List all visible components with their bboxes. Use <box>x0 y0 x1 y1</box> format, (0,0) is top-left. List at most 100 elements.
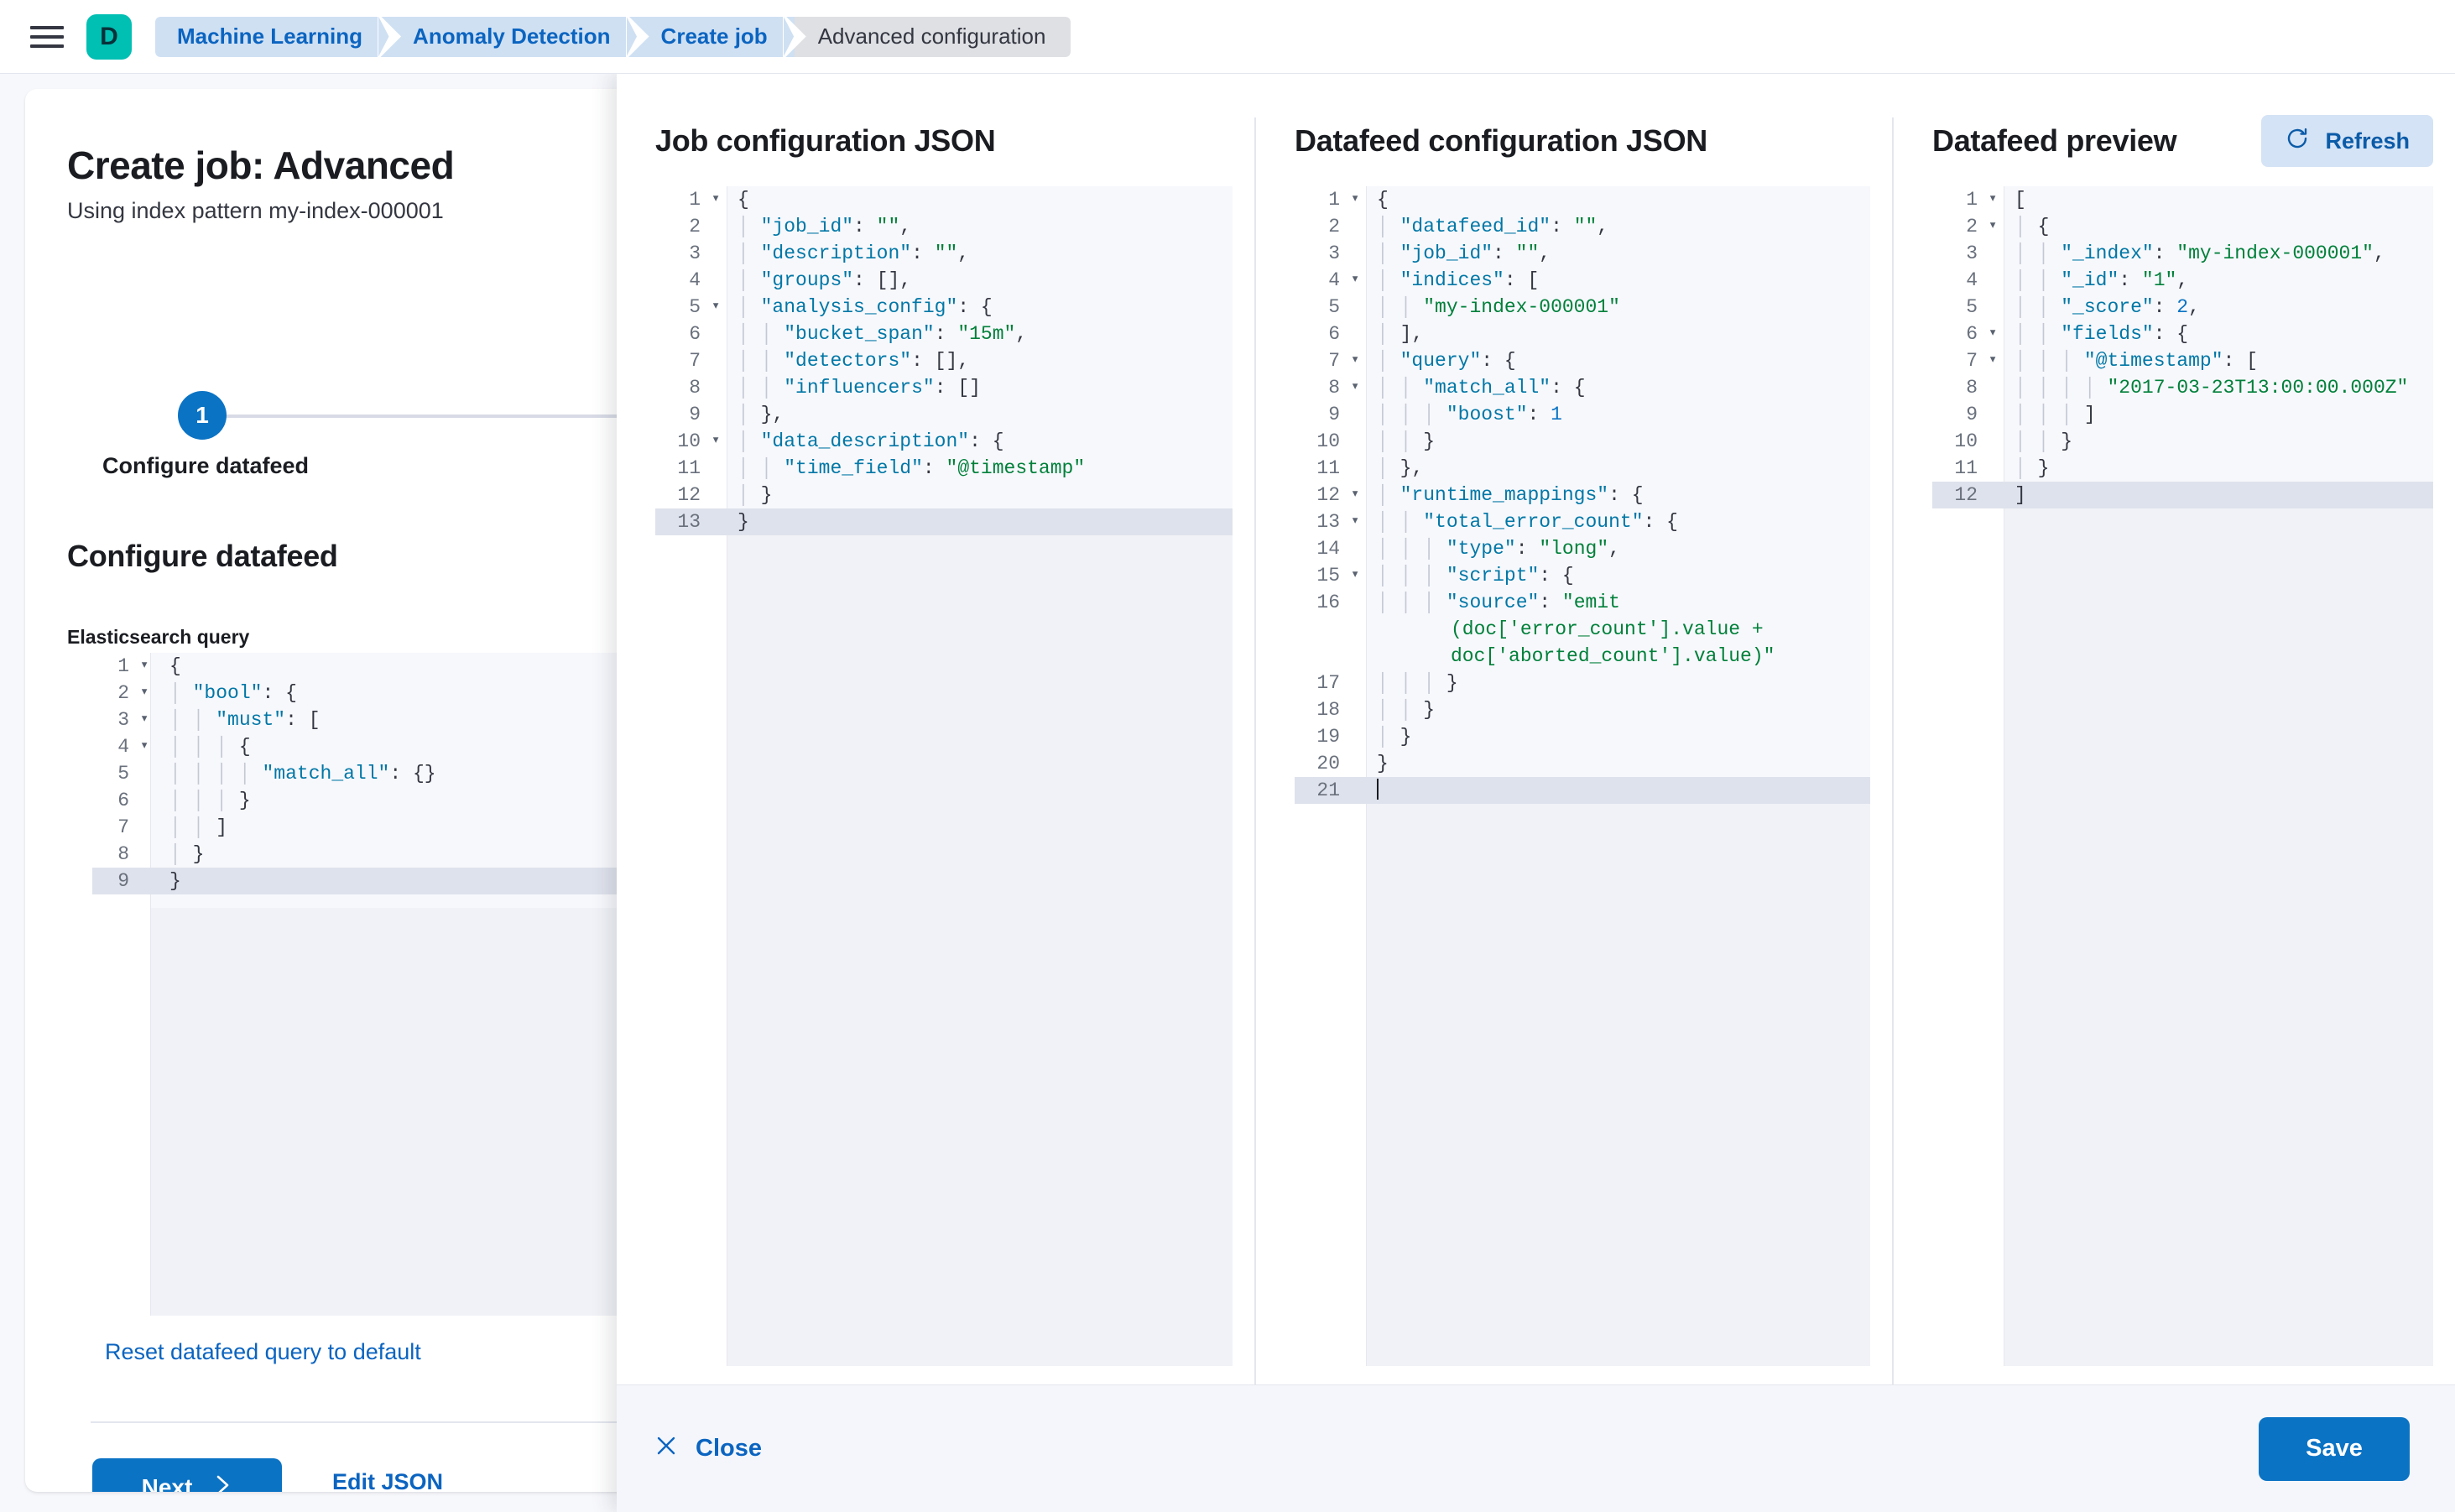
fold-toggle-icon[interactable]: ▾ <box>140 738 149 754</box>
fold-toggle-icon[interactable]: ▾ <box>1351 567 1360 583</box>
elasticsearch-query-label: Elasticsearch query <box>67 626 250 648</box>
code-line[interactable]: 1▾{ <box>655 186 1233 213</box>
code-line[interactable]: 3│ "description": "", <box>655 240 1233 267</box>
hamburger-menu-icon[interactable] <box>30 23 64 51</box>
fold-toggle-icon[interactable]: ▾ <box>140 658 149 674</box>
code-line[interactable]: 4▾│ │ │ { <box>92 733 1233 760</box>
fold-toggle-icon[interactable]: ▾ <box>711 299 721 315</box>
code-line[interactable]: 5│ │ │ │ "match_all": {} <box>92 760 1233 787</box>
save-button[interactable]: Save <box>2259 1416 2410 1481</box>
code-line[interactable]: 6│ │ │ } <box>92 787 1233 814</box>
datafeed-preview-editor[interactable]: 1▾[2▾│ {3│ │ "_index": "my-index-000001"… <box>1932 186 2433 1366</box>
line-number: 13 <box>1316 511 1340 533</box>
code-line[interactable]: 4│ │ "_id": "1", <box>1932 267 2433 294</box>
step-1-circle[interactable]: 1 <box>178 391 227 440</box>
code-line[interactable]: 8│ } <box>92 841 1233 868</box>
code-line[interactable]: 19│ } <box>1295 723 1870 750</box>
refresh-button[interactable]: Refresh <box>2261 115 2433 167</box>
space-avatar[interactable]: D <box>86 13 132 60</box>
code-line[interactable]: 10│ │ } <box>1295 428 1870 455</box>
code-line[interactable]: 11│ }, <box>1295 455 1870 482</box>
line-number: 9 <box>689 404 701 425</box>
code-line[interactable]: 8▾│ │ "match_all": { <box>1295 374 1870 401</box>
fold-toggle-icon[interactable]: ▾ <box>140 685 149 701</box>
fold-toggle-icon[interactable]: ▾ <box>1351 379 1360 395</box>
fold-toggle-icon[interactable]: ▾ <box>1988 326 1998 342</box>
code-text: │ │ │ "type": "long", <box>1377 538 1620 560</box>
code-line[interactable]: 1▾{ <box>1295 186 1870 213</box>
code-text <box>1367 777 1870 804</box>
code-line[interactable]: 5▾│ "analysis_config": { <box>655 294 1233 321</box>
code-line[interactable]: 7▾│ "query": { <box>1295 347 1870 374</box>
code-line[interactable]: 9│ │ │ ] <box>1932 401 2433 428</box>
breadcrumb-item-machine-learning[interactable]: Machine Learning <box>155 16 402 57</box>
code-line[interactable]: 6│ │ "bucket_span": "15m", <box>655 321 1233 347</box>
code-line[interactable]: 3▾│ │ "must": [ <box>92 706 1233 733</box>
code-line[interactable]: 1▾{ <box>92 653 1233 680</box>
fold-toggle-icon[interactable]: ▾ <box>1351 352 1360 368</box>
fold-toggle-icon[interactable]: ▾ <box>711 191 721 207</box>
code-line[interactable]: 1▾[ <box>1932 186 2433 213</box>
next-button[interactable]: Next <box>92 1458 282 1492</box>
job-configuration-json-editor[interactable]: 1▾{2│ "job_id": "",3│ "description": "",… <box>655 186 1233 1366</box>
code-line[interactable]: 18│ │ } <box>1295 696 1870 723</box>
line-number: 9 <box>1966 404 1978 425</box>
code-line[interactable]: 3│ │ "_index": "my-index-000001", <box>1932 240 2433 267</box>
code-line[interactable]: 2│ "job_id": "", <box>655 213 1233 240</box>
code-text: │ "data_description": { <box>738 430 1004 452</box>
code-line[interactable]: 2▾│ "bool": { <box>92 680 1233 706</box>
code-line[interactable]: 8│ │ │ │ "2017-03-23T13:00:00.000Z" <box>1932 374 2433 401</box>
code-line[interactable]: 4│ "groups": [], <box>655 267 1233 294</box>
code-line[interactable]: 20} <box>1295 750 1870 777</box>
fold-toggle-icon[interactable]: ▾ <box>1351 191 1360 207</box>
fold-toggle-icon[interactable]: ▾ <box>1988 218 1998 234</box>
code-line[interactable]: 6▾│ │ "fields": { <box>1932 321 2433 347</box>
code-line[interactable]: 9│ }, <box>655 401 1233 428</box>
code-line[interactable]: 5│ │ "my-index-000001" <box>1295 294 1870 321</box>
code-line[interactable]: 8│ │ "influencers": [] <box>655 374 1233 401</box>
code-line[interactable]: 10▾│ "data_description": { <box>655 428 1233 455</box>
code-line[interactable]: 10│ │ } <box>1932 428 2433 455</box>
code-text: │ "job_id": "", <box>738 216 912 237</box>
code-line[interactable]: 15▾│ │ │ "script": { <box>1295 562 1870 589</box>
fold-toggle-icon[interactable]: ▾ <box>140 712 149 727</box>
code-line[interactable]: 2▾│ { <box>1932 213 2433 240</box>
code-line[interactable]: 4▾│ "indices": [ <box>1295 267 1870 294</box>
code-line[interactable]: 6│ ], <box>1295 321 1870 347</box>
datafeed-configuration-json-editor[interactable]: 1▾{2│ "datafeed_id": "",3│ "job_id": "",… <box>1295 186 1870 1366</box>
code-line[interactable]: 7│ │ ] <box>92 814 1233 841</box>
code-line[interactable]: 2│ "datafeed_id": "", <box>1295 213 1870 240</box>
code-line[interactable]: 13▾│ │ "total_error_count": { <box>1295 508 1870 535</box>
code-line[interactable]: 5│ │ "_score": 2, <box>1932 294 2433 321</box>
breadcrumb-item-create-job[interactable]: Create job <box>637 16 806 57</box>
code-line[interactable]: 3│ "job_id": "", <box>1295 240 1870 267</box>
code-line[interactable]: 16│ │ │ "source": "emit(doc['error_count… <box>1295 589 1870 670</box>
code-line[interactable]: 12│ } <box>655 482 1233 508</box>
close-button[interactable]: Close <box>655 1435 762 1463</box>
code-line[interactable]: 12] <box>1932 482 2433 508</box>
breadcrumb-item-anomaly-detection[interactable]: Anomaly Detection <box>389 16 649 57</box>
fold-toggle-icon[interactable]: ▾ <box>1351 272 1360 288</box>
code-line[interactable]: 7▾│ │ │ "@timestamp": [ <box>1932 347 2433 374</box>
fold-toggle-icon[interactable]: ▾ <box>1351 514 1360 529</box>
line-number: 7 <box>1328 350 1340 372</box>
fold-toggle-icon[interactable]: ▾ <box>1988 352 1998 368</box>
code-line[interactable]: 17│ │ │ } <box>1295 670 1870 696</box>
code-line[interactable]: 11│ │ "time_field": "@timestamp" <box>655 455 1233 482</box>
edit-json-link[interactable]: Edit JSON <box>332 1469 444 1492</box>
code-line[interactable]: 14│ │ │ "type": "long", <box>1295 535 1870 562</box>
code-line[interactable]: 7│ │ "detectors": [], <box>655 347 1233 374</box>
code-line[interactable]: 12▾│ "runtime_mappings": { <box>1295 482 1870 508</box>
breadcrumb-item-advanced-configuration[interactable]: Advanced configuration <box>794 16 1071 57</box>
reset-datafeed-query-link[interactable]: Reset datafeed query to default <box>105 1339 421 1364</box>
line-number: 3 <box>117 709 129 731</box>
fold-toggle-icon[interactable]: ▾ <box>1988 191 1998 207</box>
fold-toggle-icon[interactable]: ▾ <box>1351 487 1360 503</box>
code-line[interactable]: 11│ } <box>1932 455 2433 482</box>
code-line[interactable]: 13} <box>655 508 1233 535</box>
fold-toggle-icon[interactable]: ▾ <box>711 433 721 449</box>
code-line[interactable]: 21 <box>1295 777 1870 804</box>
code-text: │ │ │ "boost": 1 <box>1377 404 1562 425</box>
code-line[interactable]: 9│ │ │ "boost": 1 <box>1295 401 1870 428</box>
